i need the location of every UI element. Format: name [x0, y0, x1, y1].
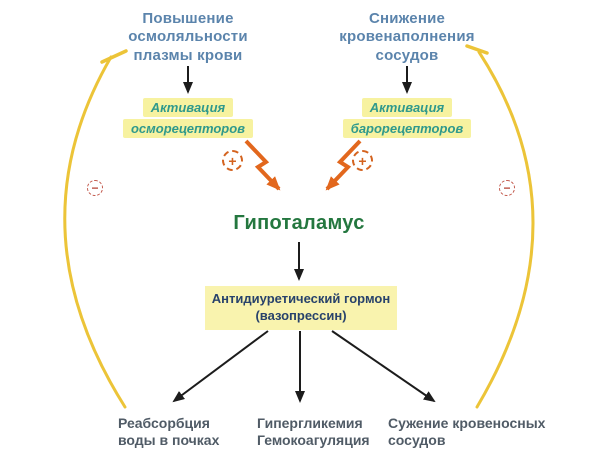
feedback-inhibit-bar-left	[100, 49, 128, 64]
minus-sign-left: −	[87, 180, 103, 196]
receptor-left-line2: осморецепторов	[122, 119, 254, 138]
arrow-hormone-to-effect-right	[331, 330, 436, 403]
receptor-right-line2: барорецепторов	[342, 119, 472, 138]
hormone-box: Антидиуретический гормон (вазопрессин)	[205, 286, 397, 330]
minus-sign-right: −	[499, 180, 515, 196]
effect-center-label: Гипергликемия Гемокоагуляция	[257, 415, 370, 448]
stimulus-right-label: Снижение кровенаполнения сосудов	[339, 10, 475, 64]
stimulus-left-label: Повышение осмоляльности плазмы крови	[128, 10, 248, 64]
receptor-left-line1: Активация	[142, 98, 234, 117]
feedback-curve-right	[475, 50, 535, 409]
receptor-right-line1: Активация	[361, 98, 453, 117]
lightning-arrow-left	[244, 139, 281, 191]
hypothalamus-label: Гипоталамус	[233, 212, 365, 234]
plus-sign-left: +	[222, 150, 243, 171]
receptor-right-node: Активация барорецепторов	[327, 97, 487, 139]
plus-sign-right: +	[352, 150, 373, 171]
feedback-inhibit-bar-right	[465, 44, 489, 55]
effect-right-label: Сужение кровеносных сосудов	[388, 415, 546, 448]
effect-left-label: Реабсорбция воды в почках	[118, 415, 220, 448]
feedback-curve-left	[63, 55, 127, 409]
arrow-hormone-to-effect-left	[172, 330, 269, 403]
lightning-arrow-right	[325, 139, 362, 191]
receptor-left-node: Активация осморецепторов	[108, 97, 268, 139]
